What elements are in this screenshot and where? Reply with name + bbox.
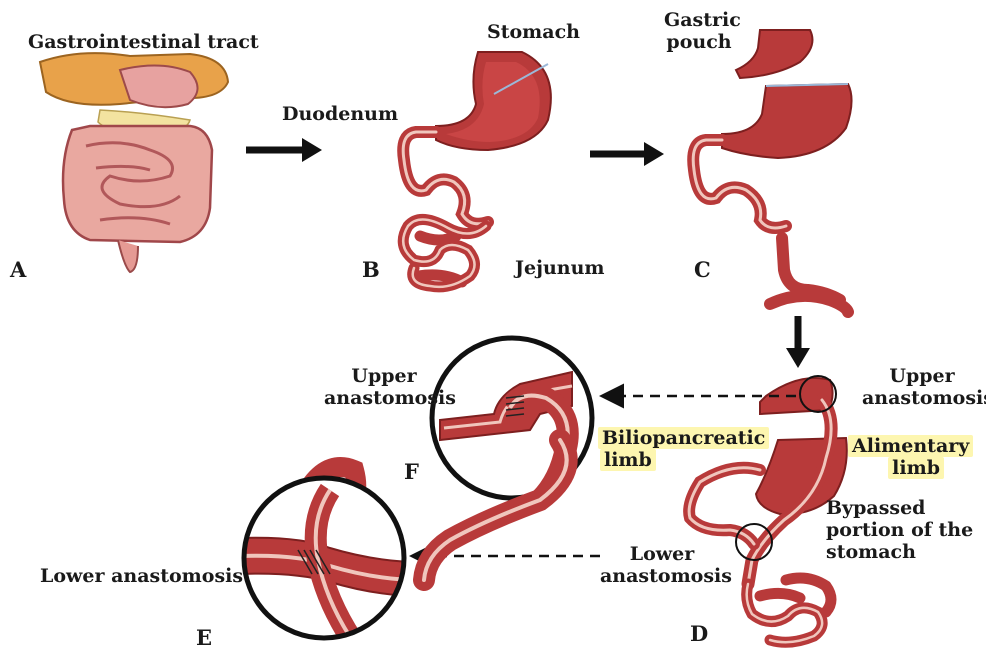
bypassed-line2: portion of the <box>826 520 973 542</box>
upper-anastomosis-zoom-f <box>420 338 610 500</box>
gi-tract-label: Gastrointestinal tract <box>28 32 259 54</box>
lower-anastomosis-label-d: Lower anastomosis <box>600 544 724 588</box>
biliopancreatic-limb-label: Biliopancreatic limb <box>598 428 758 472</box>
alimentary-line1: Alimentary <box>848 435 973 457</box>
panel-arrow-b-to-c <box>590 142 664 166</box>
gastric-pouch-label: Gastric pouch <box>664 10 734 54</box>
panel-letter-f: F <box>404 460 419 484</box>
lower-anastomosis-d-line1: Lower <box>600 544 724 566</box>
jejunum-label: Jejunum <box>515 258 605 280</box>
lower-anastomosis-zoom-e <box>240 467 410 646</box>
lower-anastomosis-d-line2: anastomosis <box>600 566 724 588</box>
duodenum-label: Duodenum <box>282 104 398 126</box>
gastric-pouch-c <box>736 30 812 78</box>
biliopancreatic-limb-d <box>689 468 760 544</box>
alimentary-limb-label: Alimentary limb <box>848 436 972 480</box>
panel-arrow-c-to-d <box>786 316 810 368</box>
gi-tract-illustration <box>40 53 228 272</box>
stomach-label: Stomach <box>487 22 580 44</box>
bypassed-line1: Bypassed <box>826 498 973 520</box>
upper-anastomosis-d-line1: Upper <box>862 366 982 388</box>
gastric-pouch-line2: pouch <box>664 32 734 54</box>
upper-anastomosis-f-line2: anastomosis <box>324 388 444 410</box>
jejunum-cut-c <box>770 238 848 312</box>
bypassed-line3: stomach <box>826 542 973 564</box>
panel-letter-a: A <box>10 258 26 282</box>
bypassed-stomach-label: Bypassed portion of the stomach <box>826 498 973 564</box>
panel-letter-b: B <box>362 258 380 282</box>
bypassed-stomach-c <box>722 84 852 158</box>
biliopancreatic-line2: limb <box>600 449 656 471</box>
panel-letter-d: D <box>690 622 708 646</box>
panel-letter-e: E <box>196 626 212 650</box>
gastric-pouch-line1: Gastric <box>664 10 734 32</box>
jejunum-coils-b <box>403 219 486 286</box>
lower-anastomosis-label-e: Lower anastomosis <box>40 566 243 588</box>
upper-anastomosis-label-f: Upper anastomosis <box>324 366 444 410</box>
upper-anastomosis-f-line1: Upper <box>324 366 444 388</box>
panel-letter-c: C <box>694 258 711 282</box>
alimentary-line2: limb <box>888 457 944 479</box>
upper-anastomosis-d-line2: anastomosis <box>862 388 982 410</box>
jejunum-coils-d <box>747 578 831 642</box>
stomach-shape-b <box>436 52 551 150</box>
panel-arrow-a-to-b <box>246 138 322 162</box>
biliopancreatic-line1: Biliopancreatic <box>598 427 769 449</box>
upper-anastomosis-label-d: Upper anastomosis <box>862 366 982 410</box>
